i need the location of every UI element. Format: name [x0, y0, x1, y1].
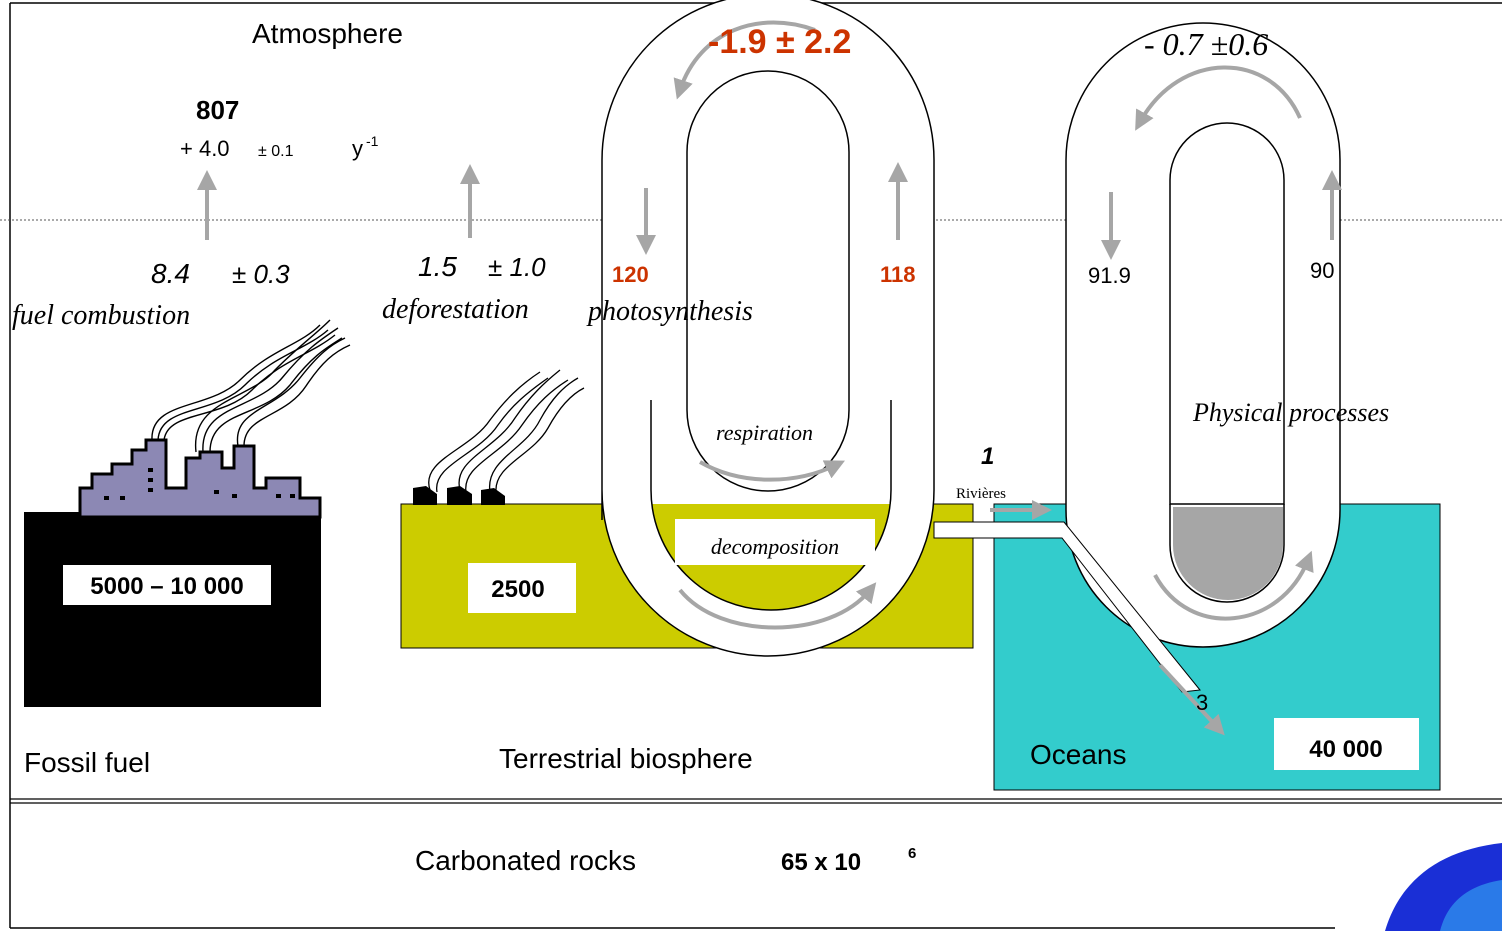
factory-icon — [78, 438, 322, 519]
fossil-fuel-stock: 5000 – 10 000 — [90, 573, 243, 600]
land-up-flux: 118 — [880, 262, 916, 287]
fuel-flux-uncertainty: ± 0.3 — [232, 259, 290, 289]
land-decomposition-arrow — [678, 582, 877, 630]
ocean-top-arrow — [1135, 65, 1302, 131]
ocean-stock-box — [1274, 718, 1419, 770]
land-down-flux: 120 — [612, 262, 649, 287]
sediment-flux: 3 — [1196, 690, 1208, 715]
terrestrial-stock: 2500 — [491, 576, 544, 603]
atmosphere-growth: + 4.0 — [180, 136, 230, 161]
deforestation-label: deforestation — [382, 294, 529, 325]
houses-icon — [413, 486, 505, 505]
atmosphere-label: Atmosphere — [252, 18, 403, 49]
ocean-down-flux: 91.9 — [1088, 263, 1131, 288]
land-respiration-arrow — [699, 460, 845, 482]
atmosphere-unit-exponent: -1 — [366, 133, 379, 149]
terrestrial-stock-box — [468, 563, 576, 613]
fossil-fuel-label: Fossil fuel — [24, 747, 150, 778]
rocks-stock: 65 x 10 — [781, 849, 861, 876]
respiration-label: respiration — [716, 420, 813, 445]
river-label: Rivières — [956, 486, 1006, 502]
factory-windows-icon — [104, 468, 295, 500]
rocks-stock-exponent: 6 — [908, 845, 916, 862]
atmosphere-growth-uncertainty: ± 0.1 — [258, 143, 294, 160]
ocean-net-flux: - 0.7 ±0.6 — [1144, 26, 1268, 62]
terrestrial-label: Terrestrial biosphere — [499, 743, 753, 774]
fuel-flux: 8.4 — [151, 258, 190, 289]
land-top-arrow — [673, 20, 816, 100]
fossil-fuel-reservoir — [24, 512, 321, 707]
ocean-bottom-arrow — [1153, 550, 1314, 621]
physical-processes-label: Physical processes — [1192, 398, 1389, 427]
deforestation-flux: 1.5 — [418, 251, 457, 282]
atmosphere-unit: y — [352, 136, 363, 161]
land-loop-inner — [686, 70, 850, 492]
land-loop-cup — [650, 400, 892, 611]
river-channel — [933, 521, 1201, 693]
sediment-arrow — [1158, 663, 1225, 736]
logo-highlight — [1440, 880, 1502, 931]
fuel-combustion-label: fuel combustion — [12, 300, 190, 331]
fossil-fuel-stock-box — [63, 565, 271, 605]
ocean-loop-grey — [1173, 507, 1283, 600]
deforestation-flux-uncertainty: ± 1.0 — [488, 252, 546, 282]
factory-smoke-icon — [151, 319, 351, 453]
decomposition-box — [675, 519, 875, 565]
rocks-label: Carbonated rocks — [415, 845, 636, 876]
land-net-flux: -1.9 ± 2.2 — [708, 23, 851, 61]
decomposition-label: decomposition — [711, 534, 839, 559]
atmosphere-stock: 807 — [196, 95, 239, 125]
photosynthesis-label: photosynthesis — [586, 296, 753, 327]
ocean-up-flux: 90 — [1310, 258, 1334, 283]
house-smoke-icon — [428, 369, 585, 493]
river-flux: 1 — [981, 443, 994, 470]
ocean-label: Oceans — [1030, 739, 1127, 770]
ocean-stock: 40 000 — [1309, 736, 1382, 763]
ocean-loop-inner — [1169, 122, 1285, 505]
ocean-loop-inner-bottom — [1169, 504, 1285, 603]
